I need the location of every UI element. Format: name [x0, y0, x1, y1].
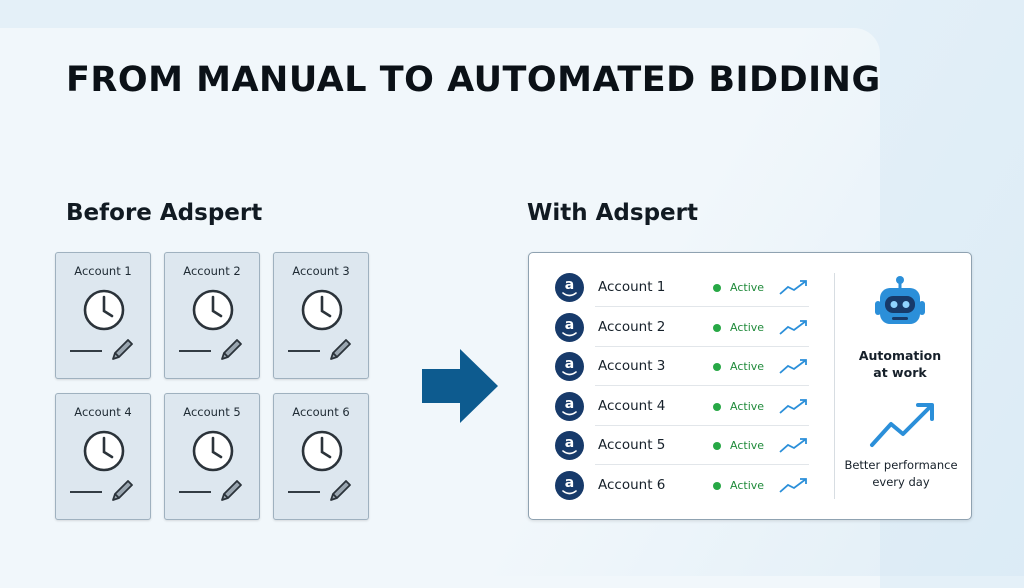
- account-row: a Account 1 Active: [529, 268, 829, 308]
- status-text: Active: [730, 400, 765, 413]
- trend-up-icon: [779, 280, 807, 295]
- status-text: Active: [730, 479, 765, 492]
- status-dot: [713, 363, 721, 371]
- manual-account-card: Account 2: [164, 252, 260, 379]
- account-name: Account 5: [598, 437, 666, 453]
- logo-letter: a: [564, 277, 575, 293]
- status-text: Active: [730, 281, 765, 294]
- automation-line-1: Automation: [858, 348, 942, 363]
- status-dot: [713, 442, 721, 450]
- arrow-right-icon: [422, 349, 498, 423]
- pencil-icon: [221, 480, 242, 501]
- before-account-grid: Account 1 Account 2 Account 3 Account 4 …: [55, 252, 369, 520]
- pencil-icon: [112, 339, 133, 360]
- clock-icon: [192, 430, 234, 472]
- text-line: [288, 491, 320, 493]
- logo-letter: a: [564, 396, 575, 412]
- manual-account-card: Account 6: [273, 393, 369, 520]
- clock-icon: [83, 430, 125, 472]
- manual-account-card: Account 5: [164, 393, 260, 520]
- status-dot: [713, 403, 721, 411]
- with-heading: With Adspert: [527, 200, 698, 226]
- status-dot: [713, 482, 721, 490]
- clock-icon: [192, 289, 234, 331]
- performance-label: Better performance every day: [839, 457, 963, 491]
- page-title: FROM MANUAL TO AUTOMATED BIDDING: [66, 60, 881, 100]
- pencil-icon: [330, 480, 351, 501]
- account-name: Account 4: [598, 398, 666, 414]
- pencil-icon: [112, 480, 133, 501]
- amazon-logo-icon: a: [555, 392, 584, 421]
- status-text: Active: [730, 360, 765, 373]
- card-label: Account 5: [183, 405, 241, 419]
- pencil-icon: [221, 339, 242, 360]
- before-heading: Before Adspert: [66, 200, 263, 226]
- logo-letter: a: [564, 317, 575, 333]
- account-row: a Account 4 Active: [529, 387, 829, 427]
- text-line: [70, 491, 102, 493]
- automation-label: Automation at work: [845, 347, 955, 381]
- amazon-logo-icon: a: [555, 471, 584, 500]
- card-label: Account 4: [74, 405, 132, 419]
- performance-line-1: Better performance: [844, 458, 958, 472]
- logo-letter: a: [564, 356, 575, 372]
- account-name: Account 1: [598, 279, 666, 295]
- account-name: Account 6: [598, 477, 666, 493]
- status-dot: [713, 324, 721, 332]
- amazon-logo-icon: a: [555, 313, 584, 342]
- pencil-icon: [330, 339, 351, 360]
- trend-up-icon: [779, 320, 807, 335]
- text-line: [179, 491, 211, 493]
- robot-icon: [875, 276, 925, 324]
- account-row: a Account 6 Active: [529, 466, 829, 506]
- trend-up-icon: [779, 399, 807, 414]
- trend-up-icon: [779, 478, 807, 493]
- automation-line-2: at work: [873, 365, 927, 380]
- manual-account-card: Account 4: [55, 393, 151, 520]
- text-line: [288, 350, 320, 352]
- trend-up-icon: [870, 403, 934, 447]
- text-line: [179, 350, 211, 352]
- clock-icon: [301, 289, 343, 331]
- account-name: Account 3: [598, 358, 666, 374]
- amazon-logo-icon: a: [555, 273, 584, 302]
- clock-icon: [83, 289, 125, 331]
- amazon-logo-icon: a: [555, 431, 584, 460]
- trend-up-icon: [779, 359, 807, 374]
- clock-icon: [301, 430, 343, 472]
- automated-panel: a Account 1 Active a Account 2 Active a …: [528, 252, 972, 520]
- account-name: Account 2: [598, 319, 666, 335]
- logo-letter: a: [564, 475, 575, 491]
- card-label: Account 6: [292, 405, 350, 419]
- account-row: a Account 5 Active: [529, 426, 829, 466]
- card-label: Account 2: [183, 264, 241, 278]
- performance-line-2: every day: [872, 475, 930, 489]
- manual-account-card: Account 3: [273, 252, 369, 379]
- status-text: Active: [730, 321, 765, 334]
- text-line: [70, 350, 102, 352]
- manual-account-card: Account 1: [55, 252, 151, 379]
- card-label: Account 1: [74, 264, 132, 278]
- account-row: a Account 2 Active: [529, 308, 829, 348]
- logo-letter: a: [564, 435, 575, 451]
- status-text: Active: [730, 439, 765, 452]
- status-dot: [713, 284, 721, 292]
- account-row: a Account 3 Active: [529, 347, 829, 387]
- amazon-logo-icon: a: [555, 352, 584, 381]
- trend-up-icon: [779, 438, 807, 453]
- panel-divider: [834, 273, 835, 499]
- card-label: Account 3: [292, 264, 350, 278]
